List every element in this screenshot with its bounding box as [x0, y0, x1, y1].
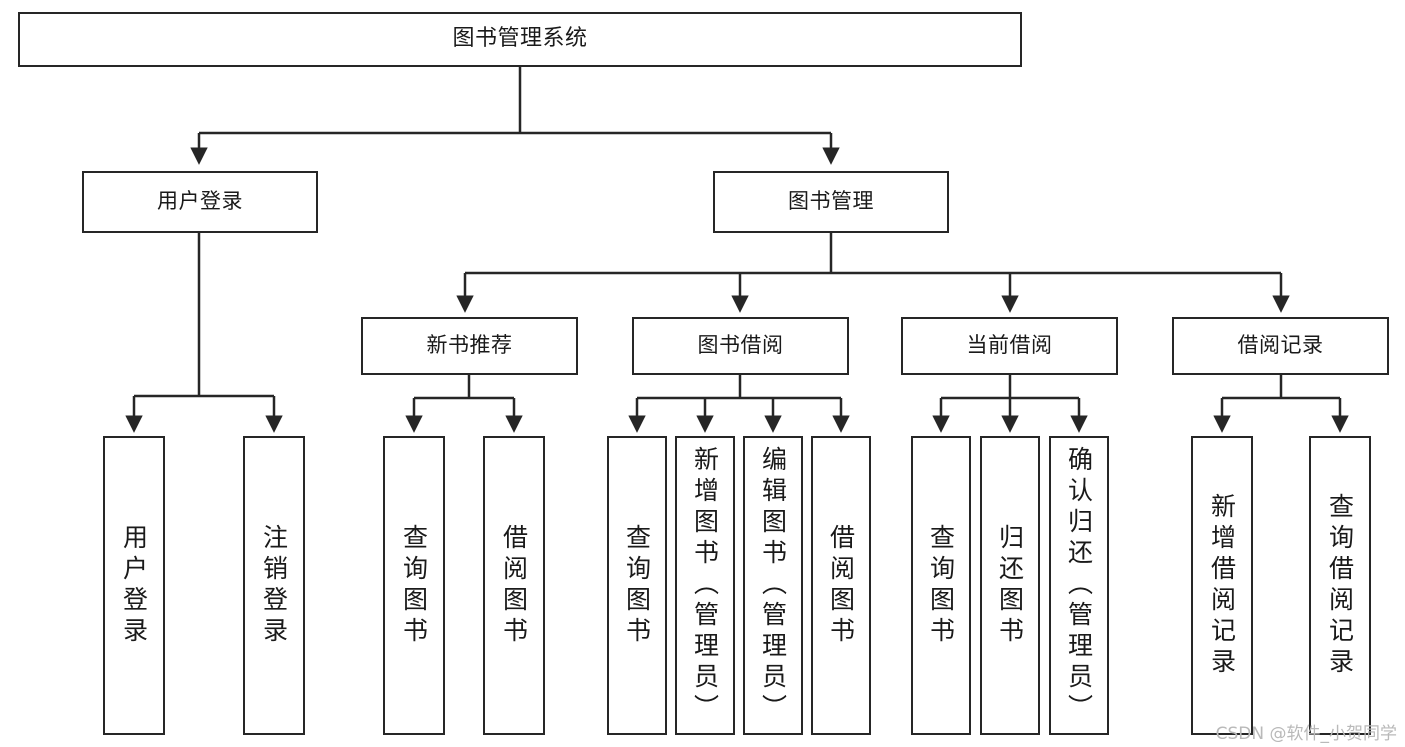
- leaf-book-borrow-edit-book-admin[interactable]: 编辑图书（管理员）: [743, 436, 803, 735]
- node-label: 图书管理: [788, 189, 874, 214]
- node-root-book-management-system[interactable]: 图书管理系统: [18, 12, 1022, 67]
- node-label: 借阅图书: [499, 523, 529, 648]
- leaf-book-borrow-borrow-book[interactable]: 借阅图书: [811, 436, 871, 735]
- leaf-borrow-record-query-record[interactable]: 查询借阅记录: [1309, 436, 1371, 735]
- node-book-management[interactable]: 图书管理: [713, 171, 949, 233]
- node-label: 新书推荐: [426, 333, 513, 358]
- node-label: 用户登录: [119, 523, 149, 648]
- leaf-borrow-record-add-record[interactable]: 新增借阅记录: [1191, 436, 1253, 735]
- node-label: 查询借阅记录: [1325, 492, 1355, 679]
- node-label: 新增借阅记录: [1207, 492, 1237, 679]
- node-label: 图书管理系统: [452, 26, 588, 52]
- node-label: 用户登录: [157, 189, 243, 214]
- node-current-borrow[interactable]: 当前借阅: [901, 317, 1118, 375]
- node-label: 新增图书（管理员）: [690, 446, 720, 725]
- node-label: 借阅图书: [826, 523, 856, 648]
- leaf-current-borrow-confirm-return-admin[interactable]: 确认归还（管理员）: [1049, 436, 1109, 735]
- leaf-new-book-query-book[interactable]: 查询图书: [383, 436, 445, 735]
- node-label: 查询图书: [926, 523, 956, 648]
- leaf-user-login-login[interactable]: 用户登录: [103, 436, 165, 735]
- leaf-new-book-borrow-book[interactable]: 借阅图书: [483, 436, 545, 735]
- leaf-current-borrow-return-book[interactable]: 归还图书: [980, 436, 1040, 735]
- leaf-book-borrow-add-book-admin[interactable]: 新增图书（管理员）: [675, 436, 735, 735]
- csdn-watermark: CSDN @软件_小贺同学: [1215, 724, 1397, 744]
- node-book-borrow[interactable]: 图书借阅: [632, 317, 849, 375]
- node-label: 查询图书: [622, 523, 652, 648]
- leaf-current-borrow-query-book[interactable]: 查询图书: [911, 436, 971, 735]
- leaf-book-borrow-query-book[interactable]: 查询图书: [607, 436, 667, 735]
- node-label: 编辑图书（管理员）: [758, 446, 788, 725]
- node-borrow-record[interactable]: 借阅记录: [1172, 317, 1389, 375]
- node-label: 查询图书: [399, 523, 429, 648]
- node-label: 借阅记录: [1237, 333, 1324, 358]
- node-label: 图书借阅: [697, 333, 784, 358]
- node-label: 当前借阅: [966, 333, 1053, 358]
- leaf-user-login-logout[interactable]: 注销登录: [243, 436, 305, 735]
- node-user-login[interactable]: 用户登录: [82, 171, 318, 233]
- node-label: 注销登录: [259, 523, 289, 648]
- node-label: 归还图书: [995, 523, 1025, 648]
- node-new-book-recommend[interactable]: 新书推荐: [361, 317, 578, 375]
- node-label: 确认归还（管理员）: [1064, 446, 1094, 725]
